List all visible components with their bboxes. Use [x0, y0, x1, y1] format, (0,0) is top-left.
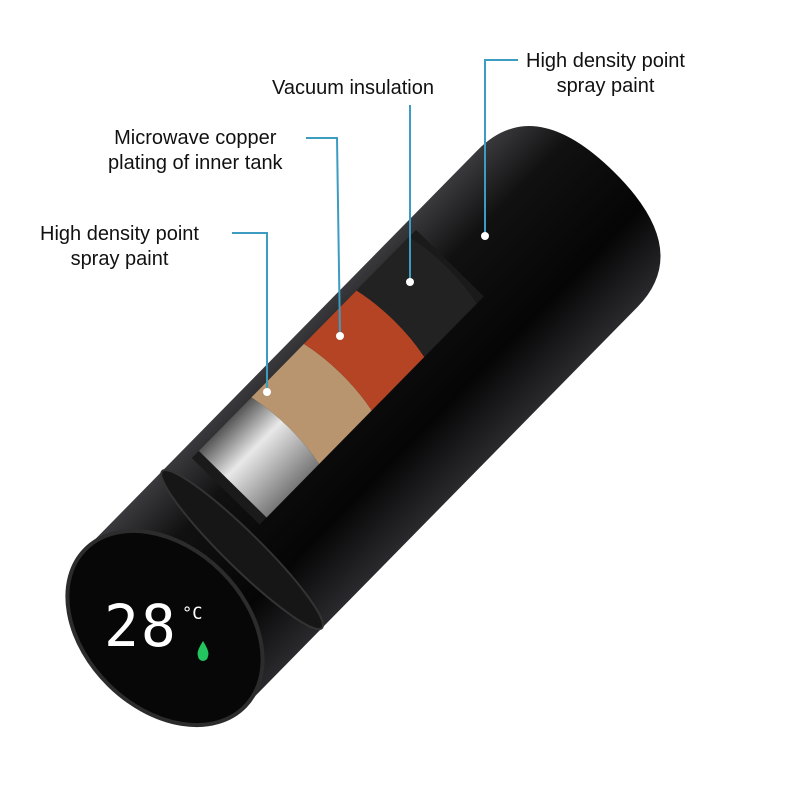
label-inner-spray-paint: High density point spray paint [526, 49, 685, 99]
steel-inner-tank [198, 397, 320, 518]
label-line: plating of inner tank [108, 152, 283, 174]
water-drop-icon [197, 641, 209, 661]
label-line: Vacuum insulation [272, 77, 434, 99]
temperature-unit: °C [182, 604, 203, 624]
label-line: spray paint [70, 248, 169, 270]
label-line: High density point [40, 223, 199, 245]
marker-dot [336, 332, 344, 340]
label-line: Microwave copper [114, 127, 277, 149]
marker-dot [481, 232, 489, 240]
copper-layer [251, 343, 372, 465]
lid-seam [160, 468, 324, 631]
marker-dot [406, 278, 414, 286]
label-outer-spray-paint: High density point spray paint [40, 222, 199, 272]
vacuum-layer [303, 290, 425, 411]
label-vacuum-insulation: Vacuum insulation [272, 76, 434, 101]
label-line: spray paint [556, 75, 655, 97]
leader-lines [232, 59, 518, 392]
label-line: High density point [526, 50, 685, 72]
label-copper-plating: Microwave copper plating of inner tank [108, 126, 283, 176]
marker-dot [263, 388, 271, 396]
lid-face [65, 528, 265, 728]
temperature-readout: 28 [104, 592, 178, 660]
outer-paint-layer [356, 236, 477, 358]
bottle [65, 126, 661, 728]
